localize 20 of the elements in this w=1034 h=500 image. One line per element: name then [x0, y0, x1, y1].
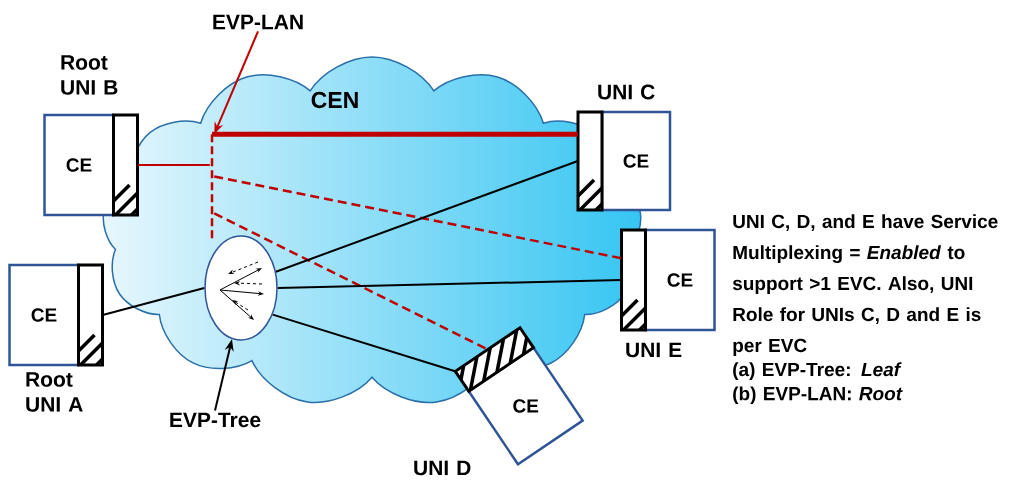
connector [136, 164, 211, 166]
bus-line [210, 134, 214, 240]
ce-box: CE [620, 228, 716, 332]
callout-text: EVP-Tree [170, 412, 261, 428]
ce-box: CE [8, 263, 104, 367]
note-text: UNI C, D, and E have Service Multiplexing = Enabled to support >1 EVC. Also, UNI Role for UNIs C, D and E is per EVC [732, 214, 998, 356]
note-text: (b) EVP-LAN: Root [733, 386, 903, 405]
connector [274, 160, 579, 273]
note-text: (a) EVP-Tree: Leaf [733, 362, 902, 380]
connector [212, 131, 578, 137]
connector [101, 287, 206, 316]
port-label: Root UNI A [26, 372, 83, 412]
connector [213, 175, 622, 260]
connector [213, 212, 489, 351]
ce-box: CE [43, 113, 139, 217]
tree-ellipse [204, 235, 278, 341]
ce-box: CE [576, 110, 672, 212]
connector [271, 313, 457, 373]
callout-text: EVP-LAN [213, 14, 303, 30]
connector [276, 279, 623, 289]
